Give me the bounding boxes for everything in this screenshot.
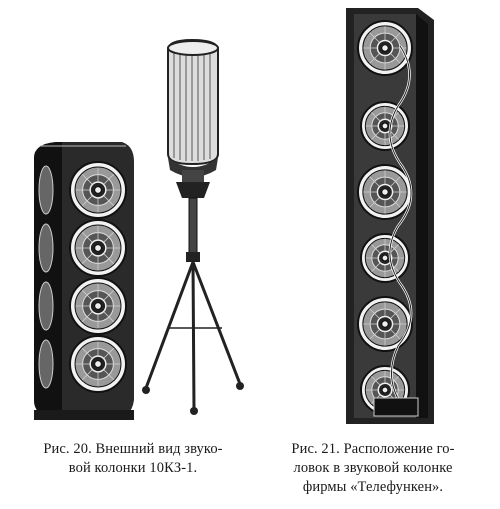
figure-20-column-illustration	[26, 138, 138, 424]
telefunken-column-drawing	[346, 8, 434, 424]
figure-21-caption: Рис. 21. Расположение го- ловок в звуков…	[258, 440, 488, 497]
figure-20-caption-line-1: Рис. 20. Внешний вид звуко-	[43, 441, 223, 457]
figure-21-caption-line-3: фирмы «Телефункен».	[302, 479, 444, 495]
tripod-speaker-drawing	[142, 38, 244, 415]
speaker-cone-drawing	[69, 277, 127, 335]
figure-21-caption-line-1: Рис. 21. Расположение го-	[291, 441, 455, 457]
speaker-cone-drawing	[360, 233, 410, 283]
speaker-cone-drawing	[69, 335, 127, 393]
figure-20-caption: Рис. 20. Внешний вид звуко- вой колонки …	[22, 440, 244, 478]
speaker-cone-drawing	[69, 219, 127, 277]
speaker-cone-drawing	[69, 161, 127, 219]
speaker-cone-drawing	[360, 101, 410, 151]
speaker-cone-drawing	[357, 20, 413, 76]
figure-21-column-interior-illustration	[340, 6, 440, 426]
speaker-column-10kz1-drawing	[34, 142, 134, 420]
speaker-cone-drawing	[357, 164, 413, 220]
speaker-cone-drawing	[357, 296, 413, 352]
figure-20-caption-line-2: вой колонки 10КЗ-1.	[68, 460, 198, 476]
figure-20-tripod-illustration	[138, 38, 248, 416]
figure-21-caption-line-2: ловок в звуковой колонке	[293, 460, 453, 476]
